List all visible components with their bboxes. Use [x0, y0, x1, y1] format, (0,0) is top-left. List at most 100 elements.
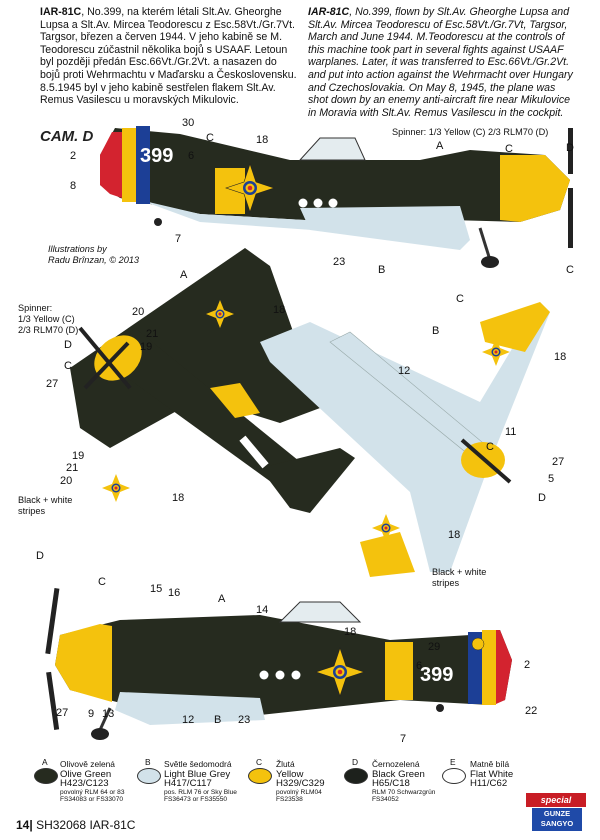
callout-b-top: B [378, 264, 386, 276]
callout-2-bottom: 2 [524, 659, 531, 671]
callout-d-top: D [566, 142, 574, 154]
kit-code: SH32068 [36, 818, 87, 832]
swatch-light-blue-grey [137, 768, 161, 784]
swatch-note1-c: povolný RLM04 [276, 788, 322, 796]
callout-b-bottom: B [214, 714, 222, 726]
swatch-code-d: H65/C18 [372, 778, 410, 790]
under-view [260, 302, 550, 577]
aircraft-number-top: 399 [140, 145, 174, 167]
tail-wheel-bottom-side [436, 704, 444, 712]
callout-14-bottom: 14 [256, 604, 269, 616]
special-hobby-logo: special hobby [526, 793, 586, 819]
cross-insignia-under-1 [482, 338, 510, 366]
propeller-bottom-upper [45, 588, 60, 655]
top-view [70, 248, 355, 513]
propeller-bottom-lower [46, 671, 60, 730]
swatch-note1-d: RLM 70 Schwarzgrün [372, 788, 436, 796]
swatch-black-green [344, 768, 368, 784]
swatch-code-b: H417/C117 [164, 778, 212, 790]
swatch-note1-b: pos. RLM 76 or Sky Blue [164, 788, 237, 796]
wingtip-under-1 [480, 302, 550, 352]
white-dot-b2 [275, 670, 285, 680]
fuselage-band-bottom-side [385, 642, 413, 700]
swatch-label-d: Černozelená Black Green H65/C18 RLM 70 S… [372, 759, 436, 804]
callout-29-bottom: 29 [428, 641, 441, 653]
aircraft-number-bottom: 399 [420, 664, 454, 686]
description-english-title: IAR-81C [308, 6, 350, 18]
callout-19b-left: 19 [72, 450, 85, 462]
callout-a-left: A [180, 269, 188, 281]
callout-30-top: 30 [182, 117, 195, 129]
callout-b-right: B [432, 325, 440, 337]
nose-bottom-side [55, 624, 112, 702]
callout-5-right: 5 [548, 473, 555, 485]
callout-c3-top: C [566, 264, 574, 276]
callout-8-top: 8 [70, 180, 77, 192]
callout-12-right: 12 [398, 365, 411, 377]
swatch-note2-a: FS34083 or FS33070 [60, 796, 124, 804]
swatch-note2-b: FS36473 or FS35550 [164, 796, 228, 804]
white-dot-2 [313, 198, 323, 208]
swatch-cz-e: Matně bílá [470, 759, 510, 769]
callout-9-bottom: 9 [88, 708, 95, 720]
callout-18b-right: 18 [448, 529, 461, 541]
gunze-logo-line1: GUNZE [543, 809, 571, 818]
spinner-note-left: Spinner: 1/3 Yellow (C) 2/3 RLM70 (D) [18, 303, 78, 336]
callout-18a-left: 18 [273, 304, 286, 316]
callout-13-bottom: 13 [102, 708, 115, 720]
white-dot-b1 [259, 670, 269, 680]
propeller-under-1 [460, 438, 512, 484]
callout-23-top: 23 [333, 256, 346, 268]
side-view-right [45, 588, 512, 740]
swatch-label-e: Matně bílá Flat White H11/C62 [470, 759, 513, 790]
wing-lower-top-side [300, 206, 470, 250]
description-czech-body: , No.399, na kterém létali Slt.Av. Gheor… [40, 6, 297, 107]
swatch-label-b: Světle šedomodrá Light Blue Grey H417/C1… [164, 759, 237, 804]
nose-top-side [500, 155, 570, 222]
white-dot-3 [328, 198, 338, 208]
illustration-credit-line2: Radu Brînzan, © 2013 [48, 255, 140, 265]
swatch-yellow [248, 768, 272, 784]
callout-d-bottom: D [36, 550, 44, 562]
callout-7-top: 7 [175, 233, 182, 245]
unit-badge-bottom-side [471, 637, 485, 651]
callout-6-bottom: 6 [416, 660, 423, 672]
swatch-note1-a: povolný RLM 64 or 83 [60, 788, 125, 796]
cross-insignia-top-view-1 [206, 300, 234, 328]
wheel-top-side [481, 256, 499, 268]
callout-18a-right: 18 [554, 351, 567, 363]
propeller-top-view-2 [83, 341, 130, 390]
rudder-red-bottom-side [496, 630, 512, 704]
callout-a-bottom: A [218, 593, 226, 605]
callout-23-bottom: 23 [238, 714, 251, 726]
camouflage-label: CAM. D [40, 128, 94, 145]
wing-lower-bottom-side [115, 692, 265, 725]
model-name: IAR-81C [89, 818, 136, 832]
fuselage-stripes-top-view [239, 435, 269, 469]
wheel-bottom-side [91, 728, 109, 740]
wingtip-yellow-1 [210, 383, 260, 418]
callout-18-bottom: 18 [344, 626, 357, 638]
callout-21b-left: 21 [66, 462, 79, 474]
callout-2-top: 2 [70, 150, 77, 162]
callout-18-top: 18 [256, 134, 269, 146]
stripes-note-left: Black + white stripes [18, 495, 72, 517]
cross-insignia-top-view-2 [102, 474, 130, 502]
callout-18b-left: 18 [172, 492, 185, 504]
callout-d-right: D [538, 492, 546, 504]
callout-20a-left: 20 [132, 306, 145, 318]
gunze-sangyo-logo: GUNZE SANGYO [532, 808, 582, 831]
swatch-olive-green [34, 768, 58, 784]
propeller-blade-bottom [568, 188, 573, 248]
gunze-logo-line2: SANGYO [540, 819, 574, 828]
swatch-code-e: H11/C62 [470, 778, 508, 790]
swatch-letter-c: C [256, 757, 263, 767]
callout-7-bottom: 7 [400, 733, 407, 745]
callout-c-left: C [64, 360, 72, 372]
white-dot-b3 [291, 670, 301, 680]
swatch-code-c: H329/C329 [276, 778, 325, 790]
callout-6-top: 6 [188, 150, 195, 162]
spinner-note-left-line2: 1/3 Yellow (C) [18, 314, 75, 324]
callout-12-bottom: 12 [182, 714, 195, 726]
propeller-blade-top [568, 128, 573, 174]
